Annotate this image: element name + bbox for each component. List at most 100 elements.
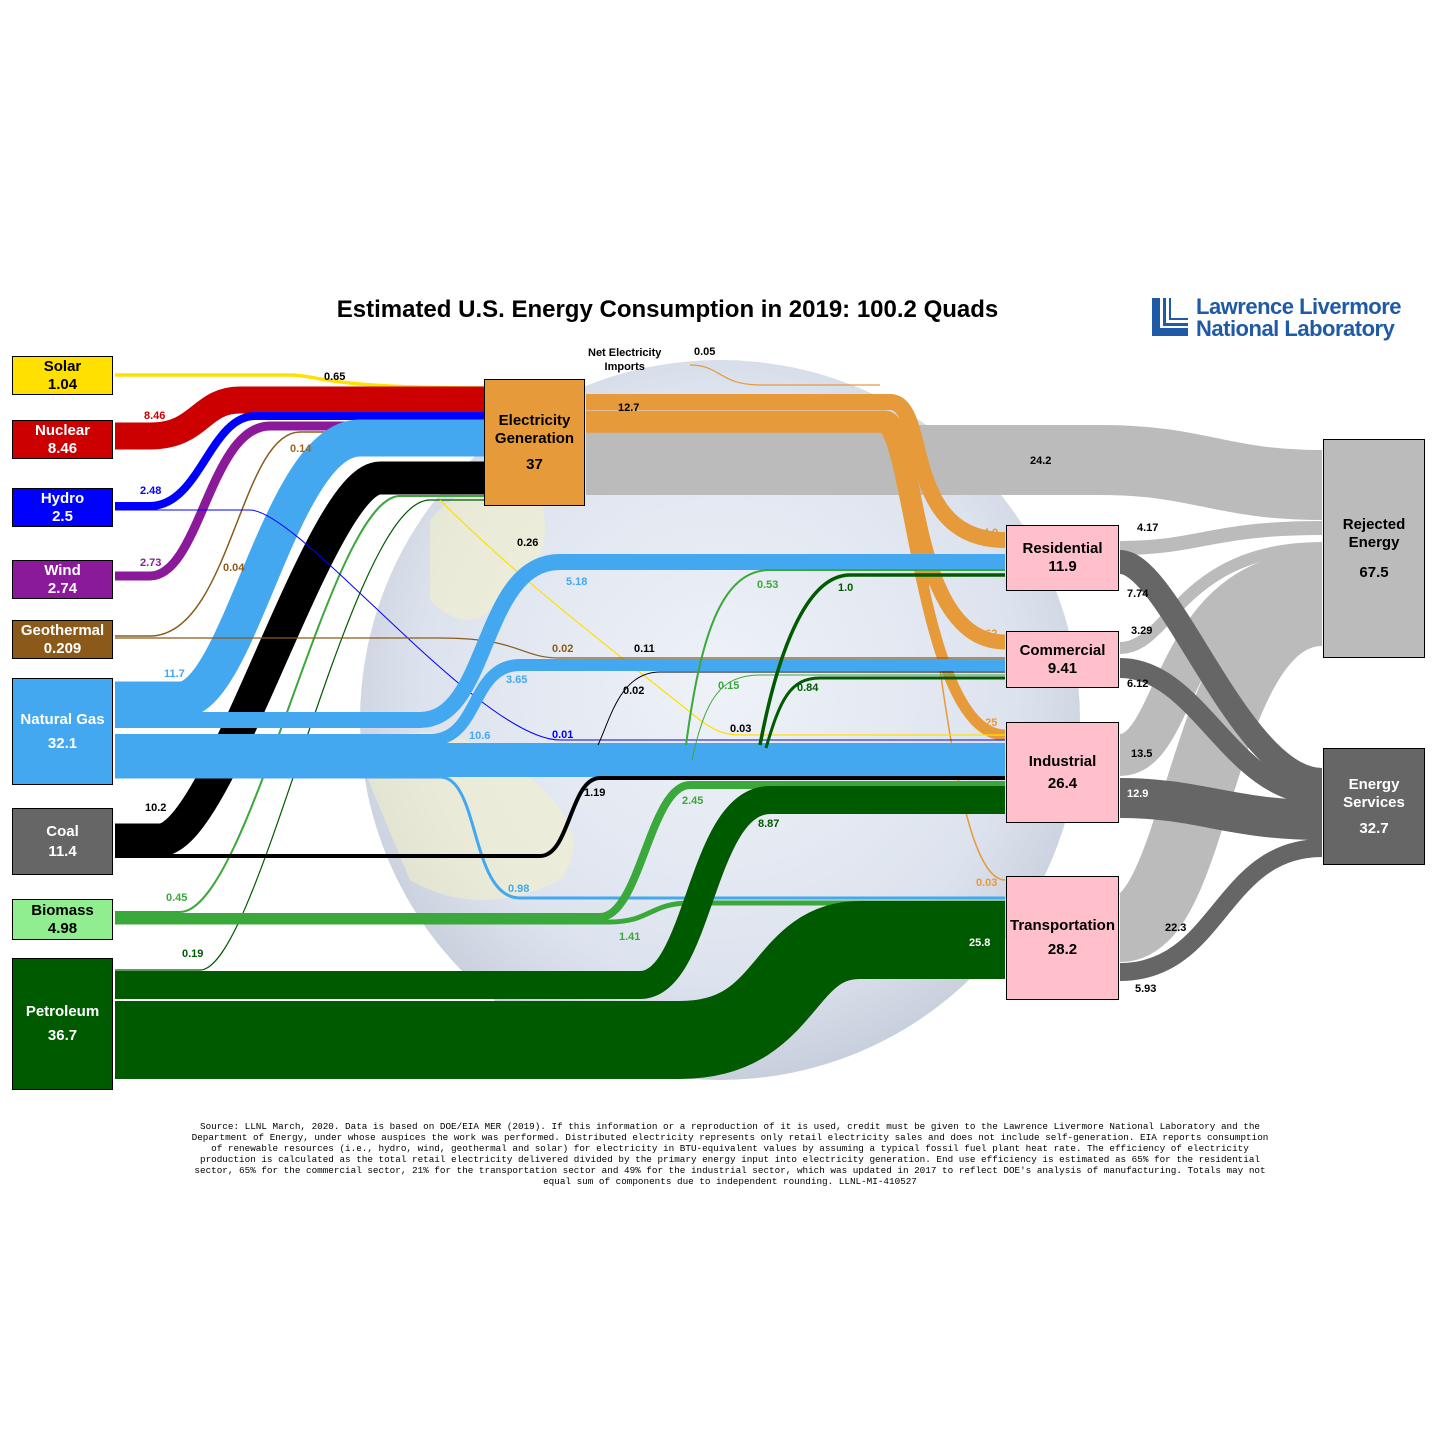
node-hydro: Hydro 2.5 (12, 488, 113, 527)
flow-petroleum-residential (758, 573, 1005, 746)
flow-label: 1.41 (619, 931, 641, 943)
flow-residential-services (1117, 550, 1324, 792)
flow-hydro-industrial (115, 509, 1005, 741)
node-electricity-generation: Electricity Generation 37 (484, 379, 585, 506)
flow-commercial-rejected (1119, 542, 1323, 654)
flow-label: 0.02 (623, 685, 645, 697)
flow-label: 0.02 (552, 643, 574, 655)
node-residential-label: Residential (1022, 540, 1103, 557)
flow-label: 5.18 (566, 576, 588, 588)
node-solar: Solar 1.04 (12, 356, 113, 395)
node-nuclear-label: Nuclear (34, 421, 91, 439)
flow-label: 5.93 (1135, 983, 1157, 995)
flow-label: 0.19 (182, 948, 204, 960)
flow-gas-transportation (115, 775, 1005, 900)
flow-label: 10.2 (145, 802, 167, 814)
node-electricity-label-2: Generation (494, 429, 575, 447)
node-wind-label: Wind (44, 561, 81, 579)
flow-petroleum-commercial (764, 676, 1005, 749)
flow-label: 0.04 (223, 562, 245, 574)
flow-label: 7.74 (1127, 588, 1149, 600)
flow-label: 11.7 (164, 668, 185, 680)
flow-coal-commercial (597, 671, 1005, 746)
source-note: Source: LLNL March, 2020. Data is based … (191, 1121, 1269, 1187)
flow-transportation-rejected (1113, 578, 1326, 962)
flow-label: 22.3 (1165, 922, 1187, 934)
flow-label: 2.73 (140, 557, 162, 569)
node-services-label-2: Services (1343, 793, 1405, 811)
flow-biomass-commercial (691, 674, 1005, 761)
node-energy-services: Energy Services 32.7 (1323, 748, 1425, 865)
logo-line-2: National Laboratory (1196, 316, 1395, 341)
imports-label: Net Electricity Imports (588, 346, 661, 374)
node-coal-label: Coal (46, 822, 79, 840)
flow-solar-sectors (439, 499, 1005, 736)
node-rejected-label-2: Energy (1348, 533, 1400, 551)
node-petroleum-label: Petroleum (25, 1003, 100, 1020)
node-rejected-energy: Rejected Energy 67.5 (1323, 439, 1425, 658)
flow-coal-industrial (115, 776, 1005, 858)
node-commercial: Commercial 9.41 (1006, 631, 1119, 688)
flow-gas-commercial (115, 659, 1005, 746)
node-solar-label: Solar (43, 357, 82, 375)
flow-label: 10.6 (469, 730, 491, 742)
flow-imports-electricity (689, 364, 880, 386)
llnl-logo: Lawrence Livermore National Laboratory (1152, 296, 1412, 346)
node-industrial-value: 26.4 (1047, 774, 1078, 792)
flow-coal-electricity (115, 461, 484, 857)
node-coal: Coal 11.4 (12, 808, 113, 875)
flow-label: 3.29 (1131, 625, 1153, 637)
node-electricity-value: 37 (526, 455, 543, 473)
node-wind-value: 2.74 (47, 579, 78, 597)
node-wind: Wind 2.74 (12, 560, 113, 599)
flow-geothermal-electricity (115, 431, 484, 637)
node-biomass: Biomass 4.98 (12, 899, 113, 940)
node-electricity-label-1: Electricity (498, 411, 571, 429)
flow-residential-rejected (1119, 521, 1323, 555)
imports-label-2: Imports (604, 361, 645, 373)
flow-label: 1.0 (838, 582, 854, 594)
flow-electricity-transportation (586, 431, 1006, 881)
node-nuclear-value: 8.46 (47, 439, 78, 457)
node-petroleum-value: 36.7 (47, 1027, 78, 1044)
flow-label: 4.17 (1137, 522, 1159, 534)
flow-gas-electricity (115, 419, 484, 719)
flow-biomass-electricity (115, 495, 484, 913)
flow-label: 0.98 (508, 883, 530, 895)
flow-label: 24.2 (1030, 455, 1052, 467)
node-hydro-label: Hydro (40, 489, 85, 507)
flow-label: 3.25 (976, 717, 998, 729)
node-hydro-value: 2.5 (52, 507, 73, 525)
flow-nuclear-electricity (115, 386, 484, 450)
flow-label: 3.65 (506, 674, 528, 686)
node-petroleum: Petroleum 36.7 (12, 958, 113, 1090)
flow-label: 0.03 (976, 877, 998, 889)
logo-line-1: Lawrence Livermore (1196, 294, 1401, 319)
node-commercial-label: Commercial (1019, 641, 1106, 659)
node-transportation-value: 28.2 (1047, 941, 1078, 958)
node-rejected-value: 67.5 (1359, 563, 1389, 581)
node-coal-value: 11.4 (48, 842, 77, 860)
imports-value: 0.05 (694, 346, 716, 358)
flow-gas-residential (115, 554, 1005, 728)
node-biomass-value: 4.98 (47, 919, 78, 937)
flow-label: 0.15 (718, 680, 740, 692)
flow-label: 13.5 (1131, 748, 1153, 760)
flow-biomass-industrial (115, 781, 1005, 921)
flow-label: 0.11 (634, 643, 655, 655)
flow-petroleum-industrial (115, 786, 1005, 999)
flow-electricity-residential (586, 394, 1006, 548)
node-transportation: Transportation 28.2 (1006, 876, 1119, 1000)
node-industrial: Industrial 26.4 (1006, 722, 1119, 823)
flow-label: 1.19 (584, 787, 606, 799)
node-natural-gas-value: 32.1 (47, 734, 78, 752)
flow-label: 8.46 (144, 410, 166, 422)
flow-solar-electricity (115, 373, 485, 390)
flow-commercial-services (1119, 658, 1323, 805)
flow-wind-electricity (115, 421, 484, 581)
flow-label: 6.12 (1127, 678, 1149, 690)
flow-label: 2.48 (140, 485, 162, 497)
flow-label: 0.03 (730, 723, 752, 735)
